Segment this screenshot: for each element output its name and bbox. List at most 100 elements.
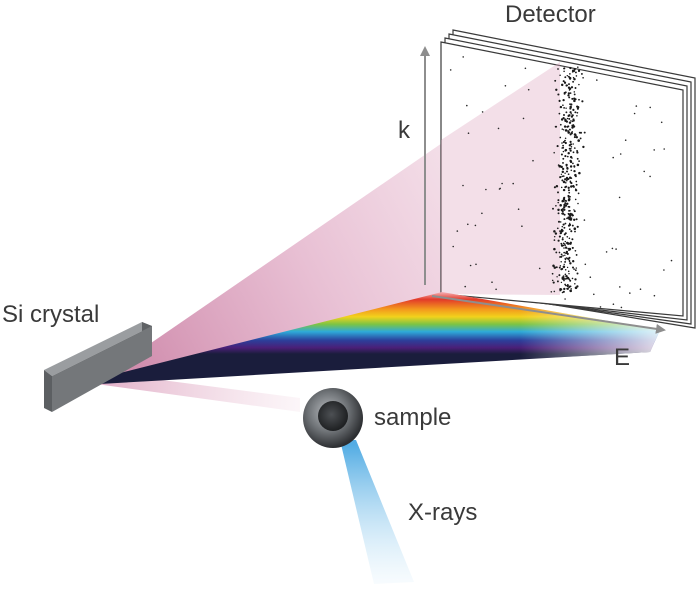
- detector-hit: [574, 269, 577, 272]
- detector-hit: [557, 212, 560, 215]
- detector-hit: [559, 204, 562, 207]
- detector-hit: [566, 125, 569, 128]
- detector-hit: [560, 253, 563, 256]
- detector-hit: [570, 218, 572, 221]
- detector-hit: [569, 209, 571, 212]
- detector-hit: [561, 142, 563, 144]
- detector-hit: [565, 111, 568, 114]
- detector-hit: [561, 175, 564, 178]
- crystal-label: Si crystal: [2, 301, 99, 328]
- detector-hit: [558, 99, 561, 102]
- detector-hit: [481, 212, 483, 215]
- detector-hit: [538, 267, 541, 270]
- detector-hit: [564, 202, 567, 205]
- detector-hit: [567, 242, 569, 244]
- detector-hit: [564, 222, 567, 225]
- detector-hit: [563, 125, 567, 128]
- detector-hit: [559, 231, 562, 235]
- detector-hit: [562, 244, 565, 247]
- detector-hit: [583, 219, 586, 221]
- detector-hit: [558, 235, 561, 238]
- detector-hit: [555, 251, 558, 254]
- detector-hit: [571, 266, 575, 269]
- detector-hit: [566, 266, 569, 269]
- xray-beam: [340, 440, 414, 584]
- detector-hit: [565, 107, 567, 109]
- detector-hit: [569, 92, 572, 94]
- detector-hit: [574, 189, 578, 192]
- detector-hit: [561, 199, 564, 203]
- detector-panel: [440, 41, 684, 317]
- detector-hit: [566, 74, 569, 77]
- detector-hit: [567, 270, 570, 273]
- detector-hit: [564, 149, 567, 152]
- detector-hit: [573, 91, 576, 93]
- detector-hit: [562, 129, 565, 131]
- detector-hit: [452, 245, 455, 248]
- detector-hit: [649, 106, 651, 109]
- detector-hit: [466, 104, 468, 107]
- detector-hit: [578, 171, 581, 175]
- detector-hit: [555, 204, 557, 207]
- fan-on-detector: [441, 62, 560, 295]
- detector-hit: [605, 251, 608, 253]
- detector-hit: [552, 264, 555, 267]
- detector-hit: [557, 199, 560, 202]
- detector-hit: [559, 221, 562, 223]
- sample-sphere-icon: [303, 388, 363, 448]
- detector-hit: [562, 98, 565, 102]
- detector-hit: [567, 247, 570, 250]
- detector-hit: [563, 92, 566, 95]
- detector-hit: [612, 303, 615, 306]
- detector-hit: [564, 232, 567, 235]
- detector-hit: [564, 139, 566, 142]
- detector-hit: [572, 143, 574, 145]
- detector-hit: [653, 149, 655, 151]
- detector-hit: [577, 192, 580, 195]
- detector-hit: [635, 105, 638, 107]
- detector-hit: [564, 186, 567, 189]
- detector-hit: [469, 264, 472, 267]
- detector-hit: [570, 288, 573, 290]
- detector-hit: [512, 182, 514, 185]
- detector-hit: [559, 136, 562, 139]
- detector-hit: [565, 250, 569, 254]
- detector-hit: [560, 281, 563, 284]
- detector-hit: [560, 261, 562, 263]
- detector-hit: [562, 161, 564, 164]
- detector-hit: [563, 114, 565, 116]
- detector-hit: [566, 117, 569, 120]
- detector-hit: [574, 71, 577, 74]
- detector-label: Detector: [505, 1, 596, 28]
- detector-hit: [615, 248, 617, 250]
- detector-hit: [562, 104, 564, 106]
- detector-hit: [553, 239, 556, 241]
- detector-hit: [563, 70, 565, 73]
- detector-hit: [618, 196, 621, 199]
- detector-hit: [575, 183, 578, 186]
- detector-hit: [562, 197, 566, 201]
- detector-hit: [572, 214, 574, 217]
- detector-hit: [570, 115, 574, 118]
- detector-hit: [562, 150, 565, 153]
- detector-hit: [559, 105, 563, 109]
- detector-hit: [663, 269, 665, 271]
- detector-hit: [593, 293, 595, 296]
- detector-hit: [583, 131, 586, 134]
- detector-hit: [567, 189, 570, 192]
- detector-hit: [566, 284, 569, 286]
- detector-hit: [565, 275, 568, 278]
- detector-hit: [464, 285, 467, 288]
- e-axis-label: E: [614, 344, 630, 371]
- detector-hit: [560, 186, 563, 189]
- detector-hit: [569, 150, 571, 152]
- detector-hit: [574, 249, 577, 252]
- detector-hit: [567, 195, 571, 198]
- detector-hit: [569, 215, 572, 219]
- detector-hit: [562, 144, 564, 147]
- detector-hit: [562, 290, 565, 293]
- detector-hit: [550, 291, 553, 293]
- detector-hit: [573, 133, 577, 136]
- detector-hit: [556, 227, 559, 230]
